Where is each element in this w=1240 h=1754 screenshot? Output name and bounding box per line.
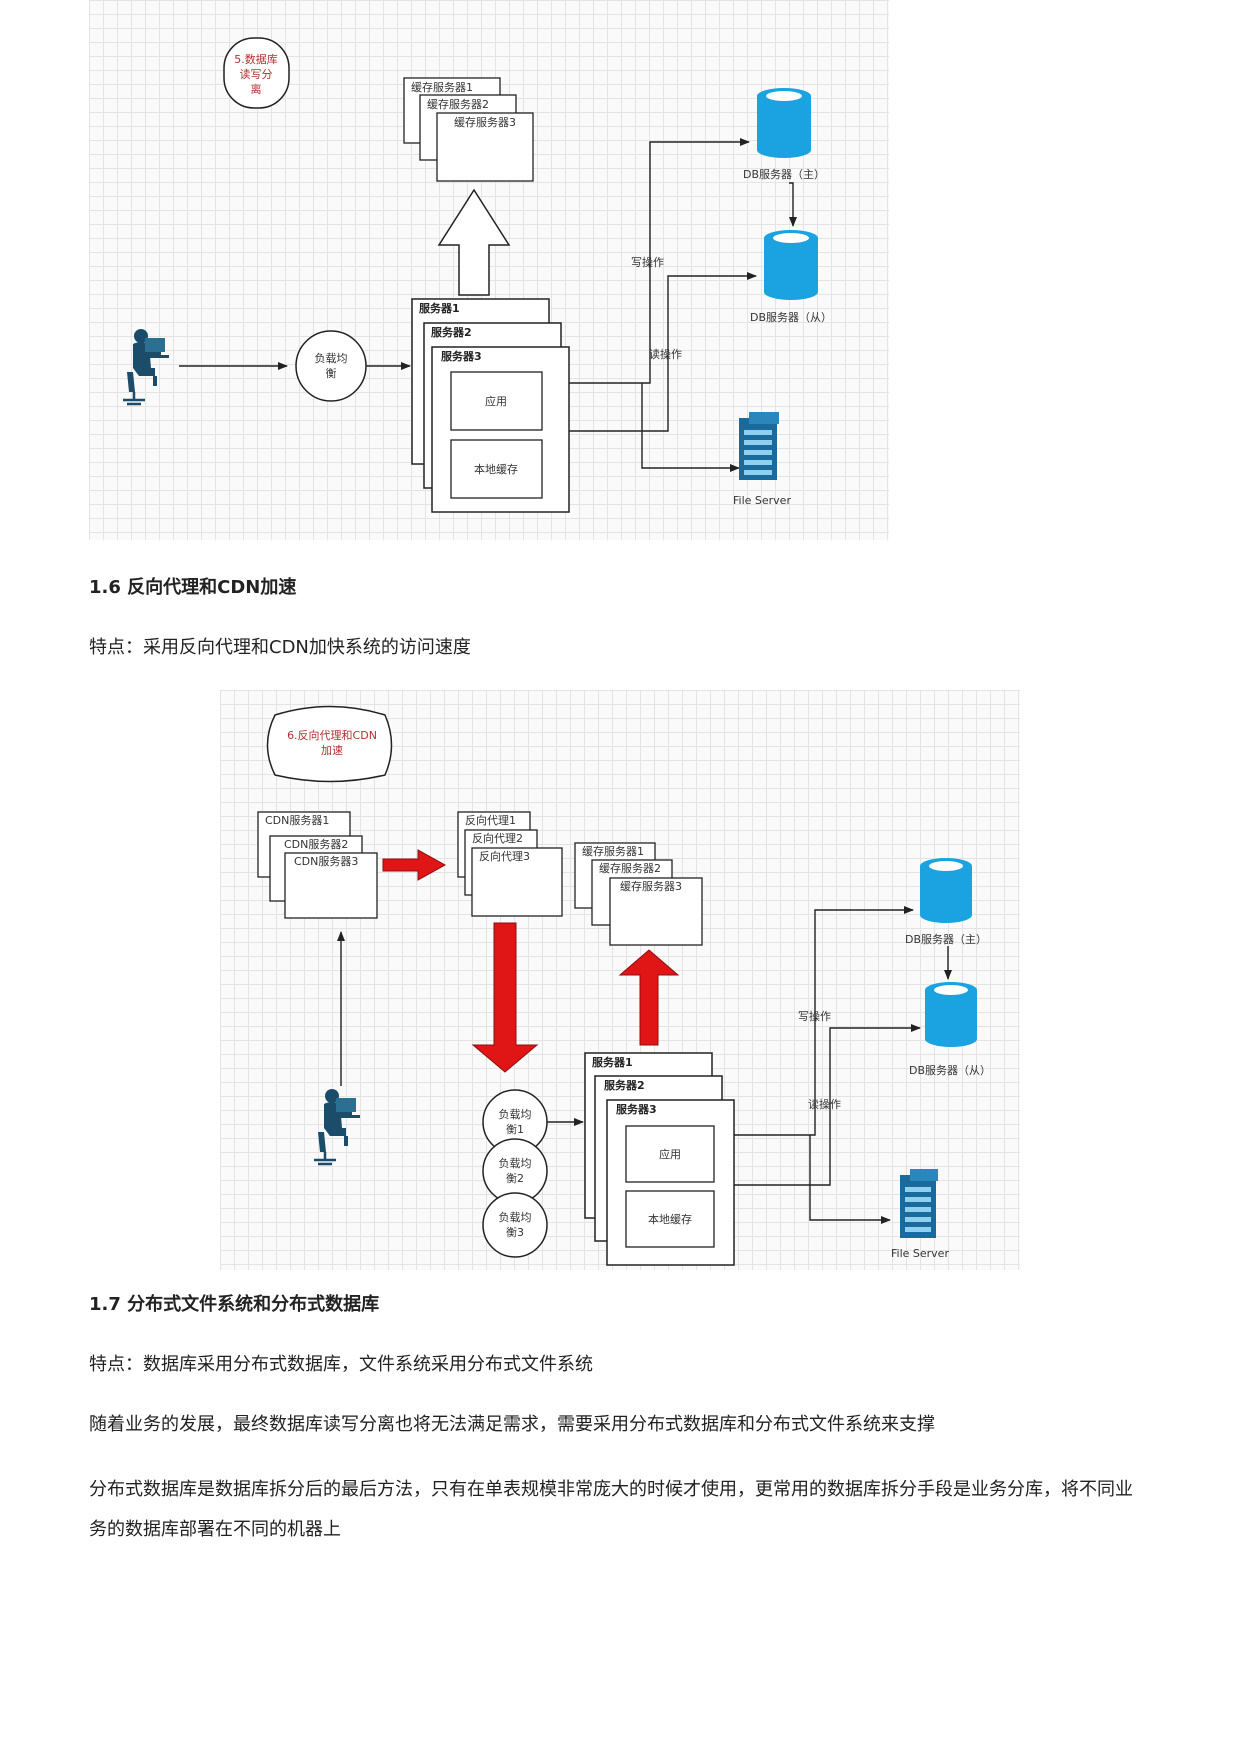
lb3-line-1: 负载均 xyxy=(499,1210,532,1224)
reverse-proxy-stack: 反向代理1 反向代理2 反向代理3 xyxy=(457,811,563,917)
cache-server-3-label: 缓存服务器3 xyxy=(620,879,682,893)
cache-server-1-label: 缓存服务器1 xyxy=(411,80,473,94)
load-balancer-3: 负载均 衡3 xyxy=(482,1192,548,1258)
app-server-1-label: 服务器1 xyxy=(419,301,460,315)
cache-server-stack: 缓存服务器1 缓存服务器2 缓存服务器3 xyxy=(403,77,534,182)
red-right-arrow xyxy=(382,849,447,881)
section-1-7-heading: 1.7 分布式文件系统和分布式数据库 xyxy=(89,1294,380,1315)
cdn-server-2-label: CDN服务器2 xyxy=(284,838,348,851)
diagram-reverse-proxy-cdn: 6.反向代理和CDN 加速 CDN服务器1 CDN服务器2 CDN服务器3 反向… xyxy=(220,690,1020,1270)
section-1-7-paragraph-1: 随着业务的发展，最终数据库读写分离也将无法满足需求，需要采用分布式数据库和分布式… xyxy=(89,1414,935,1435)
lb1-line-2: 衡1 xyxy=(506,1123,524,1136)
db-slave-label: DB服务器（从） xyxy=(750,311,832,324)
app-server-stack: 服务器1 服务器2 服务器3 应用 本地缓存 xyxy=(411,298,570,513)
file-server-icon xyxy=(739,412,779,480)
red-down-arrow xyxy=(471,922,539,1073)
hollow-up-arrow xyxy=(437,188,511,296)
read-op-label: 读操作 xyxy=(808,1097,841,1111)
arrow-to-file-server xyxy=(809,1135,891,1224)
cdn-server-stack: CDN服务器1 CDN服务器2 CDN服务器3 xyxy=(257,811,378,919)
local-cache-label: 本地缓存 xyxy=(474,462,518,476)
lb2-line-2: 衡2 xyxy=(506,1172,524,1185)
app-server-2-label: 服务器2 xyxy=(431,325,472,339)
note-line-1: 5.数据库 xyxy=(234,52,278,66)
db-master-label: DB服务器（主） xyxy=(743,168,825,181)
app-server-2-label: 服务器2 xyxy=(604,1078,645,1092)
app-server-3-label: 服务器3 xyxy=(616,1102,657,1116)
cache-server-2-label: 缓存服务器2 xyxy=(599,861,661,875)
app-server-3-label: 服务器3 xyxy=(441,349,482,363)
lb2-line-1: 负载均 xyxy=(499,1156,532,1170)
note-bubble: 6.反向代理和CDN 加速 xyxy=(266,705,393,783)
note-line-2: 加速 xyxy=(321,744,343,757)
db-master-icon xyxy=(920,858,972,923)
arrow-master-to-slave xyxy=(789,182,797,227)
cdn-server-1-label: CDN服务器1 xyxy=(265,814,329,827)
load-balancer-line-1: 负载均 xyxy=(315,351,348,365)
app-server-1-label: 服务器1 xyxy=(592,1055,633,1069)
load-balancer-node: 负载均 衡 xyxy=(295,330,367,402)
cache-server-1-label: 缓存服务器1 xyxy=(582,844,644,858)
db-master-label: DB服务器（主） xyxy=(905,933,987,946)
app-module-label: 应用 xyxy=(485,394,507,408)
arrow-read-to-slave xyxy=(569,272,757,432)
file-server-icon xyxy=(900,1169,938,1238)
section-1-6-feature: 特点：采用反向代理和CDN加快系统的访问速度 xyxy=(89,637,471,658)
arrow-read-to-slave xyxy=(734,1024,921,1186)
app-server-stack: 服务器1 服务器2 服务器3 应用 本地缓存 xyxy=(584,1052,735,1266)
write-op-label: 写操作 xyxy=(631,255,664,269)
cdn-server-3-label: CDN服务器3 xyxy=(294,855,358,868)
read-op-label: 读操作 xyxy=(649,347,682,361)
db-slave-icon xyxy=(764,230,818,300)
arrow-write-to-master xyxy=(569,138,750,384)
cache-server-3-label: 缓存服务器3 xyxy=(454,115,516,129)
local-cache-label: 本地缓存 xyxy=(648,1212,692,1226)
arrow-to-file-server xyxy=(641,383,740,472)
reverse-proxy-1-label: 反向代理1 xyxy=(465,813,516,827)
section-1-7-feature: 特点：数据库采用分布式数据库，文件系统采用分布式文件系统 xyxy=(89,1354,593,1375)
db-slave-icon xyxy=(925,982,977,1047)
file-server-label: File Server xyxy=(733,494,791,507)
cache-server-stack: 缓存服务器1 缓存服务器2 缓存服务器3 xyxy=(574,842,703,946)
db-master-icon xyxy=(757,88,811,158)
lb3-line-2: 衡3 xyxy=(506,1226,524,1239)
app-module-label: 应用 xyxy=(659,1147,681,1161)
note-line-3: 离 xyxy=(251,82,262,96)
cache-server-2-label: 缓存服务器2 xyxy=(427,97,489,111)
db-slave-label: DB服务器（从） xyxy=(909,1064,991,1077)
red-up-arrow xyxy=(618,949,680,1046)
diagram-db-read-write-split: 5.数据库 读写分 离 缓存服务器1 缓存服务器2 缓存服务器3 服务器1 服务… xyxy=(89,0,889,540)
user-at-computer-icon xyxy=(314,1089,360,1166)
load-balancer-line-2: 衡 xyxy=(326,367,337,380)
reverse-proxy-3-label: 反向代理3 xyxy=(479,849,530,863)
user-at-computer-icon xyxy=(123,329,169,406)
section-1-6-heading: 1.6 反向代理和CDN加速 xyxy=(89,577,297,598)
lb1-line-1: 负载均 xyxy=(499,1107,532,1121)
reverse-proxy-2-label: 反向代理2 xyxy=(472,831,523,845)
file-server-label: File Server xyxy=(891,1247,949,1260)
note-line-1: 6.反向代理和CDN xyxy=(287,728,377,742)
section-1-7-paragraph-2: 分布式数据库是数据库拆分后的最后方法，只有在单表规模非常庞大的时候才使用，更常用… xyxy=(89,1479,1133,1540)
write-op-label: 写操作 xyxy=(798,1009,831,1023)
note-bubble: 5.数据库 读写分 离 xyxy=(223,37,290,109)
arrow-write-to-master xyxy=(734,906,914,1136)
note-line-2: 读写分 xyxy=(240,67,273,81)
